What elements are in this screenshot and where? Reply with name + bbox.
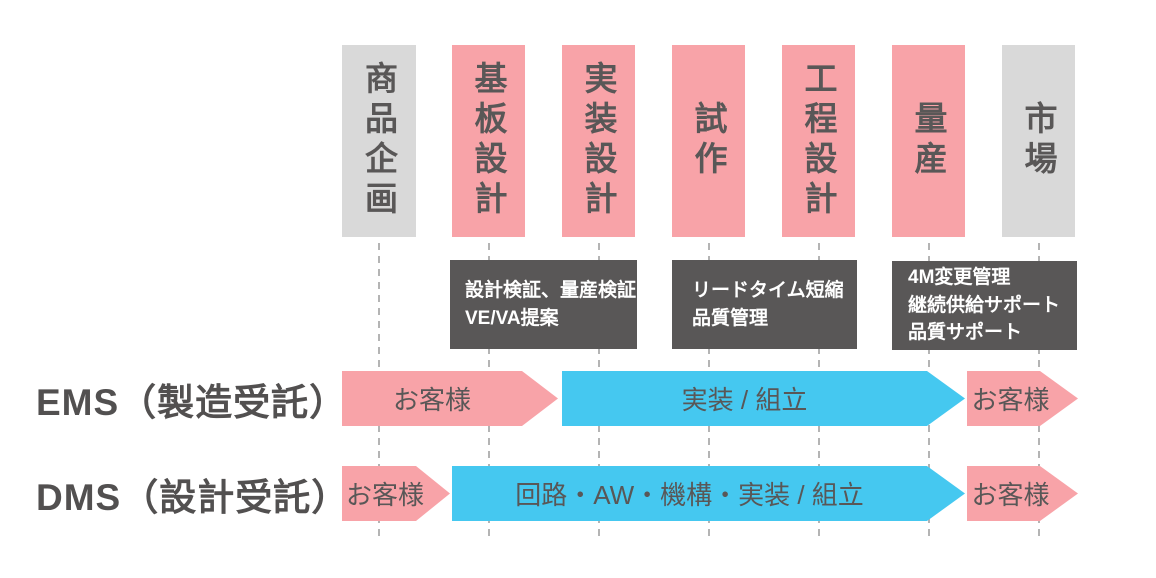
arrow-text: 回路・AW・機構・実装 / 組立 — [515, 480, 864, 510]
row-label-ems: EMS（製造受託） — [36, 381, 348, 423]
phase-label: 基板設計 — [470, 61, 507, 221]
arrow-text: お客様 — [971, 385, 1050, 415]
phase-market: 市場 — [1002, 45, 1075, 237]
phase-board-design: 基板設計 — [452, 45, 525, 237]
callout-line: 設計検証、量産検証 — [465, 279, 637, 301]
phase-label: 実装設計 — [580, 61, 617, 221]
arrow-text: お客様 — [971, 480, 1050, 510]
arrow-text: お客様 — [392, 385, 471, 415]
callout-design-verification: 設計検証、量産検証 VE/VA提案 — [450, 260, 637, 349]
phase-label: 試作 — [690, 101, 727, 181]
callout-line: 4M変更管理 — [908, 267, 1011, 289]
dms-customer-arrow-left: お客様 — [342, 466, 450, 521]
callout-4m-support: 4M変更管理 継続供給サポート 品質サポート — [892, 261, 1077, 350]
dms-design-assembly-arrow: 回路・AW・機構・実装 / 組立 — [452, 466, 965, 521]
callout-line: 継続供給サポート — [908, 294, 1061, 316]
arrow-text: お客様 — [345, 480, 424, 510]
arrow-text: 実装 / 組立 — [681, 385, 808, 415]
phase-mounting-design: 実装設計 — [562, 45, 635, 237]
phase-label: 商品企画 — [360, 61, 398, 221]
callout-line: VE/VA提案 — [465, 307, 559, 329]
callout-leadtime-quality: リードタイム短縮 品質管理 — [672, 260, 857, 349]
phase-mass-production: 量産 — [892, 45, 965, 237]
row-label-dms: DMS（設計受託） — [36, 476, 350, 518]
dms-customer-arrow-right: お客様 — [967, 466, 1078, 521]
phase-label: 量産 — [910, 101, 947, 181]
phase-label: 工程設計 — [800, 61, 837, 221]
ems-customer-arrow-right: お客様 — [967, 371, 1078, 426]
ems-assembly-arrow: 実装 / 組立 — [562, 371, 965, 426]
phase-process-design: 工程設計 — [782, 45, 855, 237]
phase-label: 市場 — [1020, 101, 1057, 181]
callout-line: 品質サポート — [908, 322, 1023, 344]
callout-line: リードタイム短縮 — [692, 279, 844, 301]
ems-customer-arrow-left: お客様 — [342, 371, 558, 426]
phase-prototype: 試作 — [672, 45, 745, 237]
callout-line: 品質管理 — [692, 307, 769, 329]
phase-product-planning: 商品企画 — [342, 45, 416, 237]
